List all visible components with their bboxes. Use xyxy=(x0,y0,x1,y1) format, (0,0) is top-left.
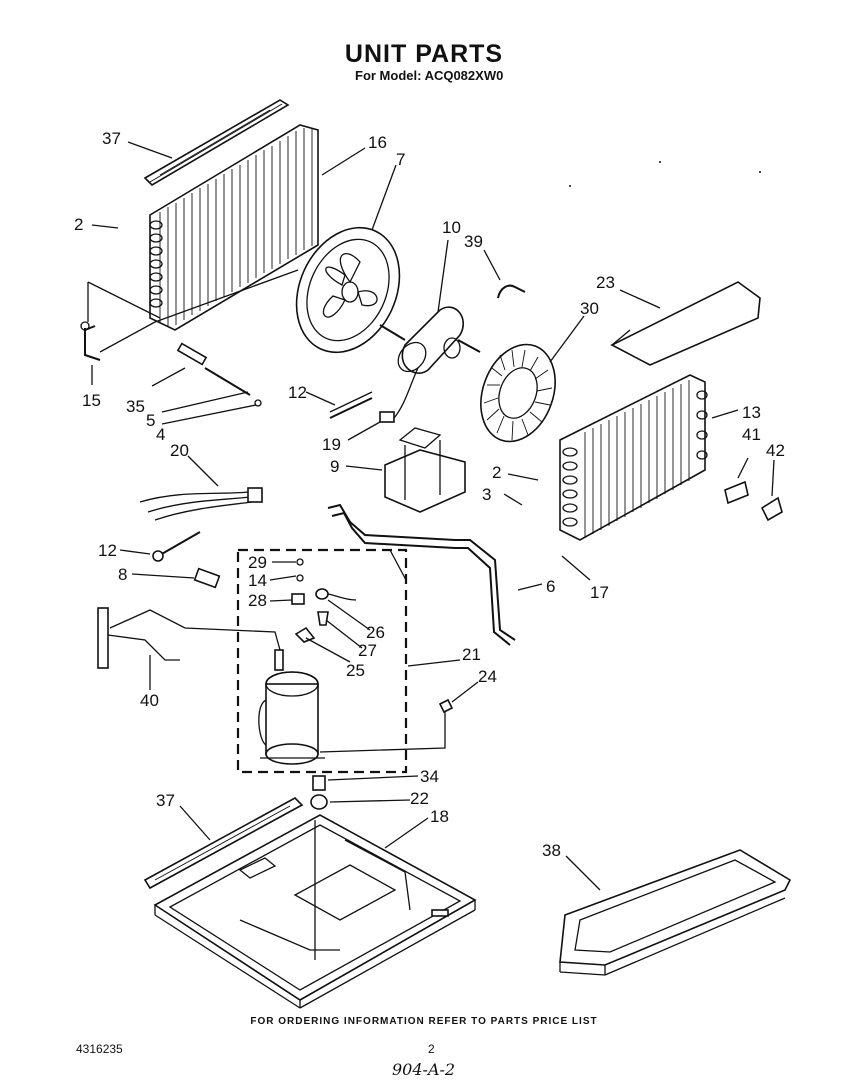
valve-25 xyxy=(294,626,316,643)
callout-20: 20 xyxy=(170,441,189,460)
callout-3: 3 xyxy=(482,485,491,504)
sensor-35 xyxy=(176,342,208,366)
callout-41: 41 xyxy=(742,425,761,444)
callout-8: 8 xyxy=(118,565,127,584)
page-title: UNIT PARTS xyxy=(344,40,504,68)
wire-harness xyxy=(139,487,263,521)
callout-30: 30 xyxy=(580,299,599,318)
callout-23: 23 xyxy=(596,273,615,292)
callout-19: 19 xyxy=(322,435,341,454)
callout-34: 34 xyxy=(420,767,439,786)
model-subtitle: For Model: ACQ082XW0 xyxy=(355,68,504,83)
callout-12-lower: 12 xyxy=(98,541,117,560)
mount-22 xyxy=(310,794,328,810)
callout-14: 14 xyxy=(248,571,267,590)
clip-42 xyxy=(760,496,783,522)
grommet-8 xyxy=(193,567,221,589)
bracket-41 xyxy=(724,480,749,505)
tubing-6 xyxy=(327,503,516,641)
strap-12-lower xyxy=(159,531,201,556)
callout-38: 38 xyxy=(542,841,561,860)
base-pan xyxy=(153,814,477,1009)
connector-19 xyxy=(379,411,395,423)
fan-motor xyxy=(379,306,481,374)
callout-10: 10 xyxy=(442,218,461,237)
blower-wheel xyxy=(480,343,556,443)
drain-pan xyxy=(559,849,792,976)
callout-26: 26 xyxy=(366,623,385,642)
fan-shroud xyxy=(295,226,401,354)
condenser-coil xyxy=(149,124,319,331)
callout-21: 21 xyxy=(462,645,481,664)
tube-15 xyxy=(84,325,101,361)
ordering-note: FOR ORDERING INFORMATION REFER TO PARTS … xyxy=(250,1016,598,1027)
callout-16: 16 xyxy=(368,133,387,152)
callout-12-upper: 12 xyxy=(288,383,307,402)
callout-17: 17 xyxy=(590,583,609,602)
callout-39: 39 xyxy=(464,232,483,251)
handwritten-note: 904-A-2 xyxy=(392,1060,456,1079)
grommet-24 xyxy=(438,698,454,714)
callout-9: 9 xyxy=(330,457,339,476)
fitting-29 xyxy=(296,558,304,566)
page-number: 2 xyxy=(428,1042,435,1056)
callout-4: 4 xyxy=(156,425,165,444)
callout-40: 40 xyxy=(140,691,159,710)
fitting-28 xyxy=(291,593,305,605)
callout-5: 5 xyxy=(146,411,155,430)
clip-39 xyxy=(497,284,526,299)
callout-42: 42 xyxy=(766,441,785,460)
callout-7: 7 xyxy=(396,150,405,169)
callout-24: 24 xyxy=(478,667,497,686)
top-panel xyxy=(610,281,761,366)
leader-lines xyxy=(91,141,775,891)
callout-2-left: 2 xyxy=(74,215,83,234)
callout-15: 15 xyxy=(82,391,101,410)
callout-2-right: 2 xyxy=(492,463,501,482)
callout-29: 29 xyxy=(248,553,267,572)
callout-13: 13 xyxy=(742,403,761,422)
compressor-assembly-outline xyxy=(236,548,408,774)
strap-12-upper xyxy=(329,397,373,419)
mount-34 xyxy=(312,775,326,791)
callout-18: 18 xyxy=(430,807,449,826)
callout-28: 28 xyxy=(248,591,267,610)
valve-27 xyxy=(317,611,329,626)
compressor xyxy=(258,649,325,765)
evaporator-coil xyxy=(559,374,708,541)
overload-40 xyxy=(97,607,281,669)
callout-27: 27 xyxy=(358,641,377,660)
callout-35: 35 xyxy=(126,397,145,416)
callout-37-top: 37 xyxy=(102,129,121,148)
callout-6: 6 xyxy=(546,577,555,596)
motor-mount xyxy=(384,427,466,513)
callout-37-bottom: 37 xyxy=(156,791,175,810)
callout-25: 25 xyxy=(346,661,365,680)
document-number: 4316235 xyxy=(76,1042,123,1056)
callout-22: 22 xyxy=(410,789,429,808)
valve-26 xyxy=(315,588,329,600)
